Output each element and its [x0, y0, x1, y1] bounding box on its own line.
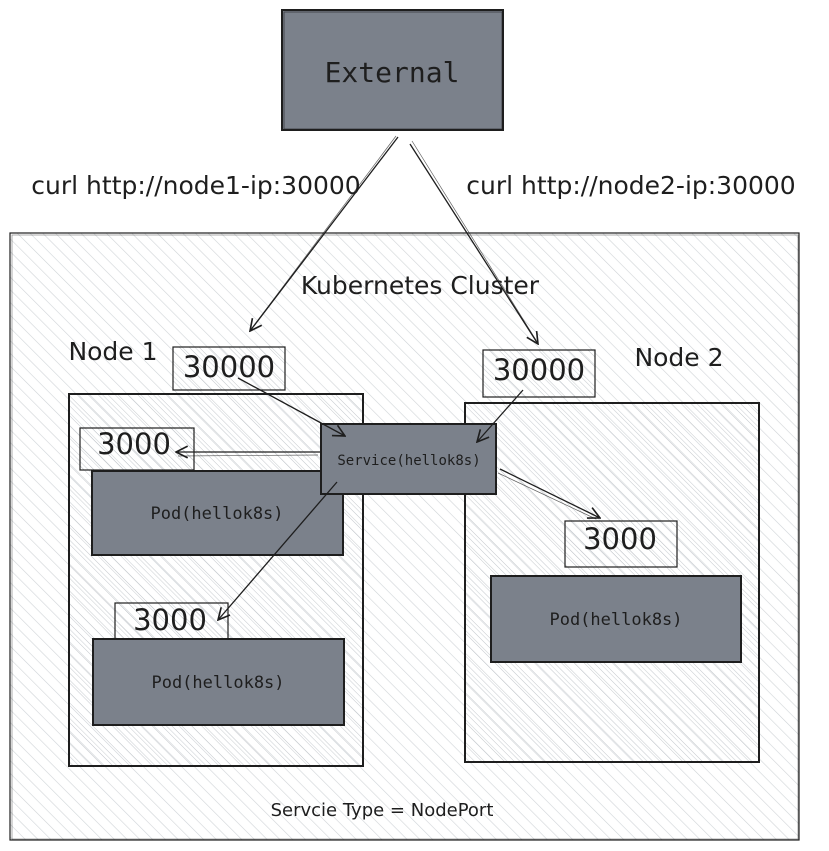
arrow-nodeport2-to-service	[477, 389, 524, 442]
arrow-service-to-node1-pod2	[218, 481, 338, 620]
node-1-pod-1-label: Pod(hellok8s)	[150, 504, 283, 524]
arrows	[176, 135, 600, 620]
cluster-footer: Servcie Type = NodePort	[271, 800, 494, 821]
node-1-pod-2-label: Pod(hellok8s)	[151, 673, 284, 693]
node-1-pod-2: 3000 Pod(hellok8s)	[92, 602, 345, 726]
arrow-external-to-node2	[409, 143, 538, 344]
node-2-nodeport-value: 30000	[493, 353, 585, 387]
arrow-nodeport1-to-service	[237, 377, 345, 436]
node-1-pod-2-port: 3000	[133, 603, 207, 637]
service-label: Service(hellok8s)	[337, 453, 480, 469]
node-2-nodeport: 30000	[482, 349, 596, 398]
node-1-pod-1: 3000 Pod(hellok8s)	[79, 427, 344, 556]
arrow-external-to-node1	[250, 136, 399, 331]
node-2-pod-1: 3000 Pod(hellok8s)	[490, 520, 742, 663]
external-box: External	[281, 9, 504, 131]
node-1: Node 1 30000 3000 Pod(hellok8s) 3000 Pod…	[68, 337, 364, 767]
external-label: External	[325, 56, 460, 89]
node-1-nodeport-value: 30000	[183, 350, 275, 384]
node-1-label: Node 1	[68, 337, 157, 366]
node-1-pod-1-port: 3000	[97, 427, 171, 461]
arrow-service-to-node2-pod1	[499, 468, 600, 518]
node-2: Node 2 30000 3000 Pod(hellok8s)	[464, 343, 760, 763]
cluster-title: Kubernetes Cluster	[301, 271, 540, 300]
service-box: Service(hellok8s)	[320, 423, 497, 495]
curl-node1-label: curl http://node1-ip:30000	[31, 171, 360, 200]
node-2-pod-1-port: 3000	[583, 522, 657, 556]
node-2-label: Node 2	[634, 343, 723, 372]
node-2-pod-1-label: Pod(hellok8s)	[549, 610, 682, 630]
curl-node2-label: curl http://node2-ip:30000	[466, 171, 795, 200]
node-1-nodeport: 30000	[172, 346, 286, 391]
